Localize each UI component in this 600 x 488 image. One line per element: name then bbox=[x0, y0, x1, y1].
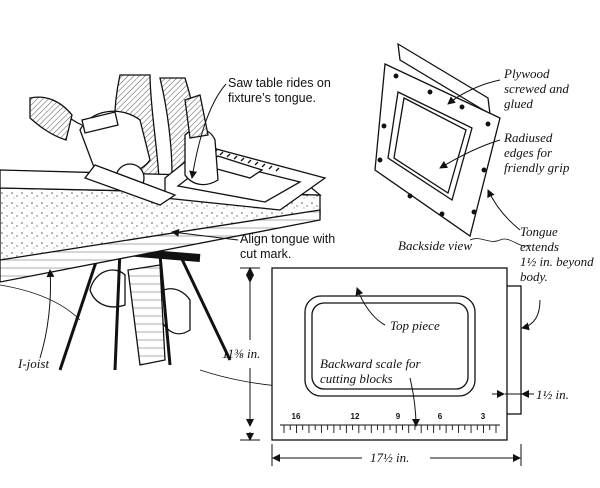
scale-number: 12 bbox=[351, 412, 360, 421]
dimension-height: 11⅜ in. bbox=[222, 346, 261, 361]
dimension-tongue-width: 1½ in. bbox=[536, 387, 569, 402]
sawing-scene bbox=[0, 74, 327, 389]
callout-backward-scale: Backward scale for cutting blocks bbox=[320, 356, 421, 386]
backside-view bbox=[374, 42, 531, 247]
callout-plywood: Plywood screwed and glued bbox=[504, 66, 569, 111]
backside-leaders bbox=[439, 79, 521, 231]
scale-number: 3 bbox=[481, 412, 486, 421]
dimension-lines bbox=[240, 267, 534, 466]
front-leaders bbox=[355, 287, 541, 427]
callout-tongue: Tongue extends 1½ in. beyond body. bbox=[520, 224, 594, 284]
scale-number: 6 bbox=[438, 412, 443, 421]
callout-saw-table: Saw table rides on fixture’s tongue. bbox=[228, 76, 331, 105]
scale-number: 9 bbox=[396, 412, 401, 421]
callout-i-joist: I-joist bbox=[18, 356, 50, 371]
callout-radiused-edges: Radiused edges for friendly grip bbox=[504, 130, 570, 175]
callout-top-piece: Top piece bbox=[390, 318, 440, 333]
callout-align-tongue: Align tongue with cut mark. bbox=[240, 232, 336, 261]
scale-number: 16 bbox=[292, 412, 301, 421]
front-view: 16 12 9 6 3 bbox=[271, 267, 522, 441]
left-leaders bbox=[39, 83, 239, 359]
caption-backside-view: Backside view bbox=[398, 238, 472, 253]
backward-scale: 16 12 9 6 3 bbox=[283, 412, 497, 433]
dimension-width: 17½ in. bbox=[370, 450, 410, 465]
